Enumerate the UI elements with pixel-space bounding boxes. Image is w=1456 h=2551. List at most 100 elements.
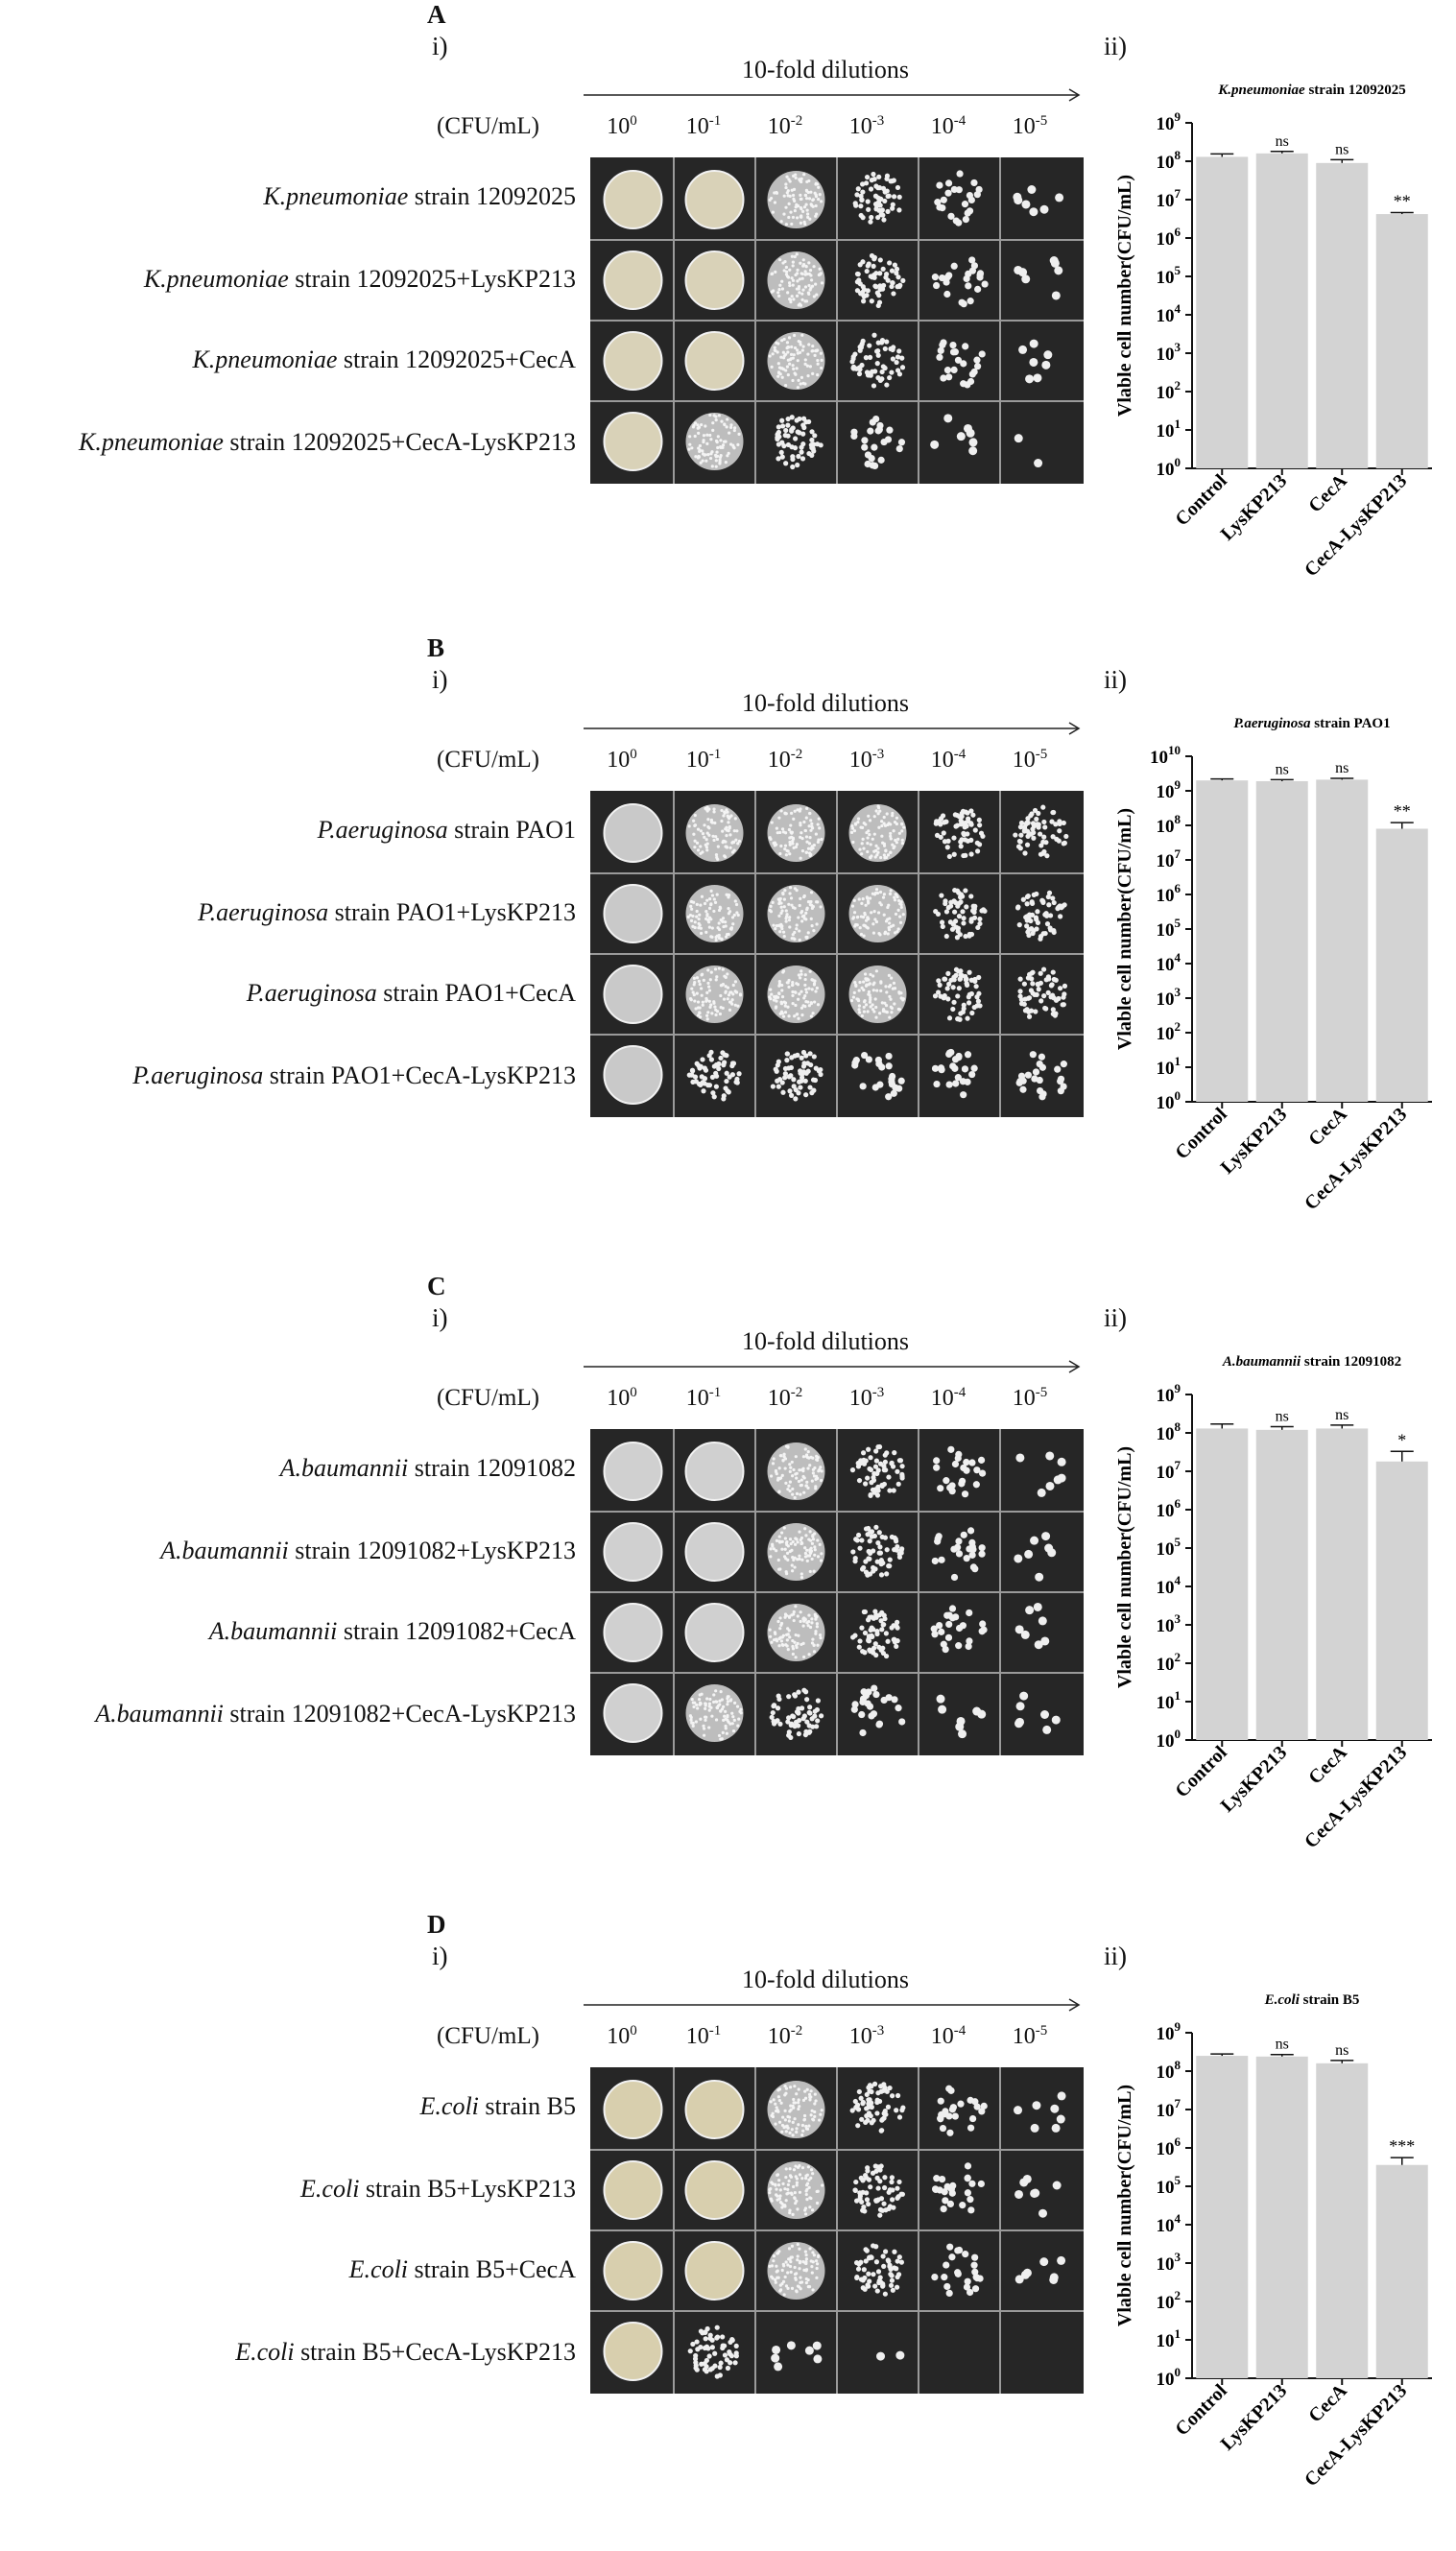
chart-title: E.coli strain B5: [1264, 1992, 1360, 2008]
dilution-base: 10: [767, 2024, 791, 2049]
x-tick-label: CecA: [1304, 470, 1351, 517]
dilution-exponent: -5: [1035, 2023, 1048, 2038]
y-tick-label: 104: [1157, 301, 1182, 326]
y-tick-label: 105: [1157, 2173, 1182, 2198]
x-tick-label: LysKP213: [1217, 2380, 1292, 2455]
spot-colonies: [1014, 1602, 1050, 1650]
spot-colonies: [936, 339, 986, 389]
dilution-exponent: -2: [790, 113, 803, 129]
row-label: K.pneumoniae strain 12092025+LysKP213: [144, 265, 576, 294]
bar: [1196, 2056, 1249, 2378]
spot-dense: [685, 413, 744, 470]
spot-colonies: [1014, 255, 1063, 300]
subpanel-ii-label: ii): [1104, 32, 1127, 60]
row-label-species: P.aeruginosa: [198, 898, 329, 926]
dilution-base: 10: [848, 2024, 872, 2049]
dilution-label: 10-2: [747, 747, 823, 774]
spot-colonies: [775, 415, 823, 470]
dilution-label: 10-3: [828, 2023, 905, 2050]
y-tick-label: 1010: [1150, 743, 1181, 768]
y-tick-label: 102: [1157, 378, 1182, 403]
row-label-condition: strain 12092025: [408, 182, 576, 210]
spot-lawn: [603, 803, 663, 863]
dilution-label: 10-2: [747, 2023, 823, 2050]
y-tick-label: 100: [1157, 455, 1182, 480]
dilution-exponent: -3: [871, 2023, 885, 2038]
dilution-header: 10-fold dilutions: [741, 689, 910, 717]
row-label-condition: strain 12091082+LysKP213: [288, 1537, 576, 1564]
bar: [1255, 153, 1308, 468]
row-label-species: E.coli: [300, 2175, 360, 2203]
y-tick-label: 106: [1157, 225, 1182, 250]
y-axis-label: Vlable cell number(CFU/mL): [1114, 175, 1135, 417]
x-tick-label: Control: [1171, 1104, 1231, 1164]
dilution-label: 10-2: [747, 1385, 823, 1412]
bar: [1316, 2062, 1369, 2378]
spot-lawn: [603, 965, 663, 1024]
dilution-base: 10: [685, 1386, 709, 1411]
significance-label: ***: [1389, 2136, 1415, 2156]
row-label-condition: strain PAO1+LysKP213: [328, 898, 576, 926]
y-tick-label: 108: [1157, 812, 1182, 837]
y-tick-label: 104: [1157, 2211, 1182, 2236]
y-tick-label: 102: [1157, 1019, 1182, 1044]
cfu-label: (CFU/mL): [437, 113, 539, 139]
x-tick-label: Control: [1171, 470, 1231, 531]
y-tick-label: 103: [1157, 340, 1182, 365]
x-tick-label: Control: [1171, 2380, 1231, 2441]
dilution-label: 100: [584, 113, 660, 140]
spot-dense: [848, 966, 907, 1023]
row-label-species: P.aeruginosa: [132, 1061, 264, 1089]
spot-colonies: [1014, 1691, 1061, 1734]
y-tick-label: 104: [1157, 950, 1182, 975]
dilution-label: 100: [584, 1385, 660, 1412]
spot-colonies: [930, 414, 978, 456]
spot-dense: [767, 966, 825, 1023]
spot-lawn: [684, 2080, 745, 2139]
bar: [1196, 1428, 1249, 1740]
plate-photo: [590, 157, 1084, 484]
y-tick-label: 107: [1157, 846, 1182, 871]
bar: [1255, 780, 1308, 1102]
dilution-exponent: -3: [871, 747, 885, 762]
significance-label: ns: [1276, 1409, 1289, 1425]
dilution-base: 10: [607, 1386, 631, 1411]
dilution-label: 10-5: [991, 2023, 1068, 2050]
spot-colonies: [1013, 804, 1069, 859]
spot-dense: [685, 804, 744, 862]
spot-lawn: [603, 170, 663, 229]
significance-label: *: [1397, 1430, 1406, 1449]
dilution-base: 10: [685, 114, 709, 139]
spot-colonies: [686, 1049, 742, 1102]
spot-dense: [767, 1442, 825, 1500]
cfu-label: (CFU/mL): [437, 1385, 539, 1411]
y-tick-label: 109: [1157, 109, 1182, 134]
row-label: K.pneumoniae strain 12092025: [263, 182, 576, 211]
spot-lawn: [684, 331, 745, 391]
spot-colonies: [933, 887, 988, 941]
spot-lawn: [603, 1603, 663, 1662]
spot-colonies: [771, 2341, 823, 2372]
bar: [1316, 1428, 1369, 1740]
dilution-base: 10: [607, 748, 631, 773]
row-label-condition: strain PAO1+CecA-LysKP213: [263, 1061, 576, 1089]
row-label: K.pneumoniae strain 12092025+CecA: [192, 346, 576, 374]
row-label: P.aeruginosa strain PAO1+CecA-LysKP213: [132, 1061, 576, 1090]
row-label: K.pneumoniae strain 12092025+CecA-LysKP2…: [79, 428, 576, 457]
row-label-species: A.baumannii: [95, 1700, 224, 1728]
dilution-exponent: -4: [953, 1385, 967, 1400]
spot-dense: [767, 885, 825, 942]
subpanel-i-label: i): [432, 1942, 448, 1970]
spot-dense: [767, 332, 825, 390]
cfu-label: (CFU/mL): [437, 2023, 539, 2049]
dilution-exponent: -1: [708, 113, 722, 129]
bar: [1375, 1461, 1428, 1740]
chart-title-species: P.aeruginosa: [1233, 716, 1311, 731]
row-label-species: A.baumannii: [160, 1537, 289, 1564]
chart-title-strain: strain 12092025: [1305, 83, 1406, 98]
dilution-exponent: 0: [630, 113, 637, 129]
bar: [1255, 2056, 1308, 2378]
